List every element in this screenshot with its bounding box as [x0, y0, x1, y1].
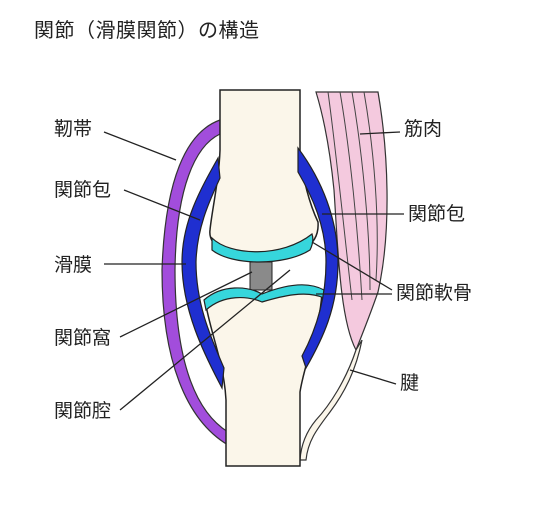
leader-tendon — [349, 369, 397, 385]
label-ligament: 靭帯 — [54, 118, 93, 140]
joint-capsule-left-shape — [181, 156, 225, 391]
leader-fossa — [119, 271, 253, 338]
leader-cavity — [119, 269, 291, 411]
label-joint-fossa: 関節窩 — [54, 327, 112, 349]
label-articular-cartilage: 関節軟骨 — [396, 282, 473, 304]
label-joint-capsule-left: 関節包 — [54, 179, 112, 201]
label-joint-capsule-right: 関節包 — [408, 203, 466, 225]
upper-cartilage — [211, 232, 314, 263]
leader-lines — [103, 131, 404, 411]
leader-capsule-left — [123, 189, 201, 221]
label-tendon: 腱 — [400, 372, 420, 394]
label-joint-cavity: 関節腔 — [54, 400, 112, 422]
leader-cartilage-upper — [311, 241, 393, 291]
joint-capsule-right-shape — [297, 146, 339, 370]
label-synovial-membrane: 滑膜 — [54, 254, 93, 276]
joint-cavity-shape — [249, 261, 273, 291]
tendon-shape — [299, 339, 363, 461]
label-muscle: 筋肉 — [404, 118, 443, 140]
leader-muscle — [359, 131, 401, 135]
muscle-shape — [315, 91, 388, 352]
leader-ligament — [103, 131, 177, 161]
diagram-title: 関節（滑膜関節）の構造 — [34, 18, 260, 42]
